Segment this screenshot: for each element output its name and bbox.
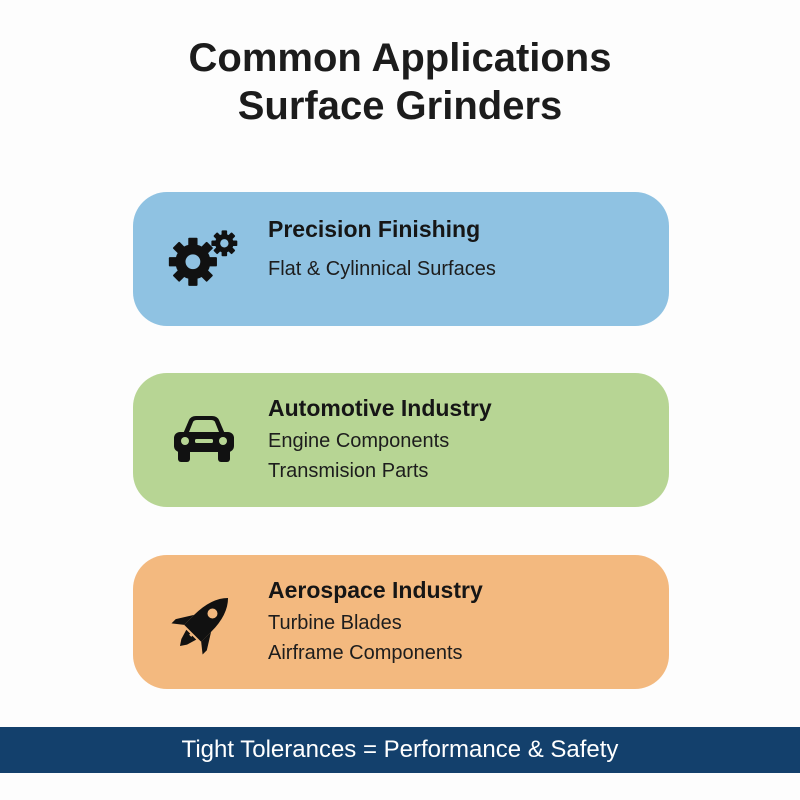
page-title: Common Applications Surface Grinders — [0, 34, 800, 130]
title-line-1: Common Applications — [188, 36, 612, 80]
card-precision-finishing: Precision Finishing Flat & Cylinnical Su… — [133, 192, 669, 326]
car-icon — [167, 403, 241, 477]
card-heading: Automotive Industry — [268, 395, 492, 421]
title-line-2: Surface Grinders — [237, 84, 563, 128]
card-line: Transmision Parts — [268, 460, 429, 482]
card-heading: Aerospace Industry — [268, 577, 483, 603]
card-line: Engine Components — [268, 430, 450, 452]
rocket-icon — [167, 585, 241, 659]
card-line: Flat & Cylinnical Surfaces — [268, 258, 496, 280]
card-line: Turbine Blades — [268, 612, 402, 634]
card-heading: Precision Finishing — [268, 216, 481, 242]
gears-icon — [167, 222, 241, 296]
footer-banner: Tight Tolerances = Performance & Safety — [0, 727, 800, 773]
card-aerospace-industry: Aerospace Industry Turbine Blades Airfra… — [133, 555, 669, 689]
card-line: Airframe Components — [268, 642, 463, 664]
card-automotive-industry: Automotive Industry Engine Components Tr… — [133, 373, 669, 507]
footer-text: Tight Tolerances = Performance & Safety — [181, 736, 619, 763]
